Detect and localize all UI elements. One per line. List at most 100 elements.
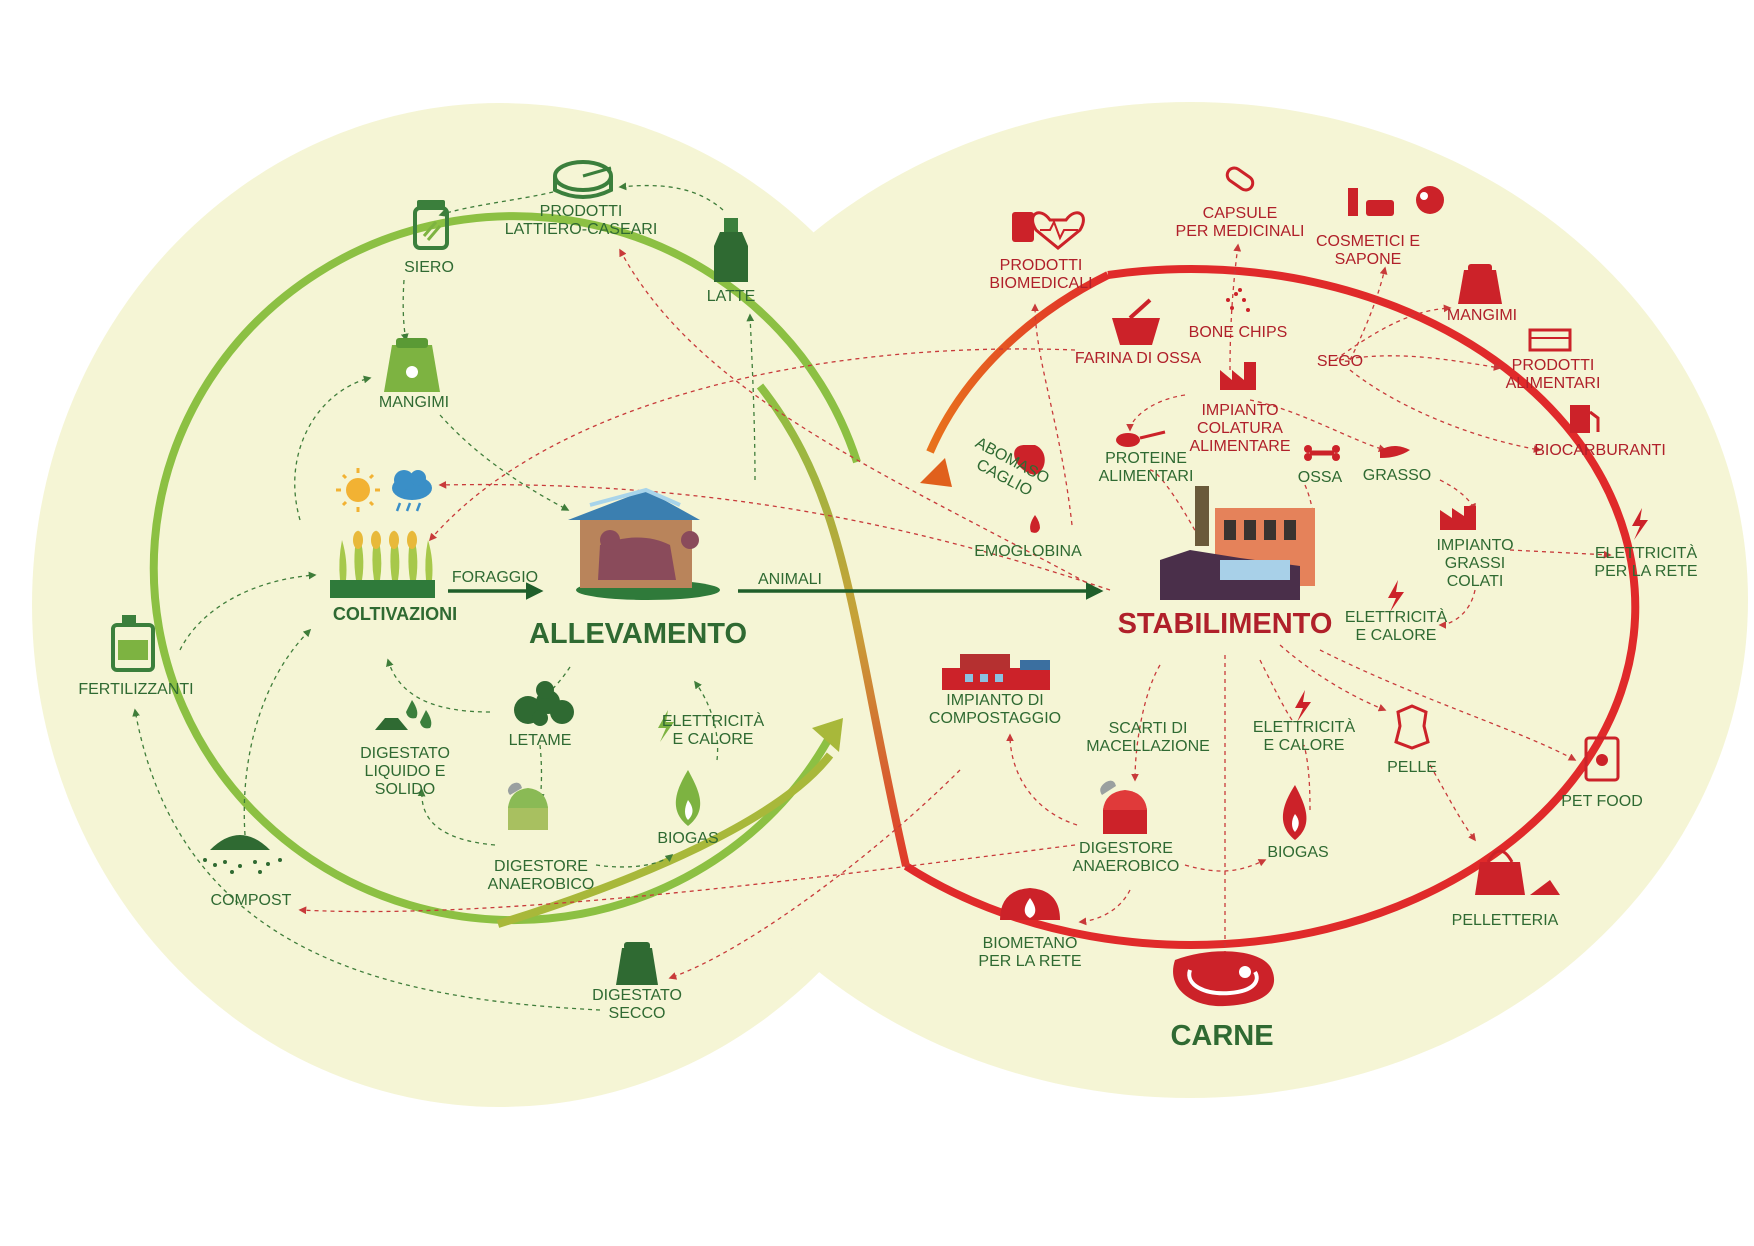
capsule-icon [1225, 166, 1255, 192]
biomedicali-line2: BIOMEDICALI [989, 275, 1092, 292]
feed-sack-icon [384, 338, 440, 392]
animali-label: ANIMALI [758, 571, 822, 588]
bacon-icon [1380, 446, 1410, 458]
biogas-label-right: BIOGAS [1267, 844, 1328, 861]
biomethane-icon [1000, 888, 1060, 920]
barn-icon [568, 487, 720, 600]
digestore-right-line2: ANAEROBICO [1073, 858, 1180, 875]
ossa-label: OSSA [1298, 469, 1343, 486]
pelletteria-label: PELLETTERIA [1452, 912, 1559, 929]
alimentari-line1: PRODOTTI [1512, 357, 1595, 374]
cosmetics-icon [1348, 186, 1444, 216]
sun-icon [336, 468, 380, 512]
digestato-secco-line2: SECCO [609, 1005, 666, 1022]
digester-icon-red [1100, 780, 1147, 834]
farina-label: FARINA DI OSSA [1075, 350, 1202, 367]
compostaggio-line2: COMPOSTAGGIO [929, 710, 1061, 727]
fertilizer-can-icon [111, 615, 155, 672]
mangimi-label-right: MANGIMI [1447, 307, 1517, 324]
digestate-drops-icon [375, 700, 432, 730]
lattiero-label-line1: PRODOTTI [540, 203, 623, 220]
alimentari-line2: ALIMENTARI [1506, 375, 1601, 392]
bowl-icon [1112, 298, 1160, 345]
elettricita-left-line1: ELETTRICITÀ [662, 711, 765, 730]
biometano-line2: PER LA RETE [978, 953, 1081, 970]
impianto-colatura-line2: COLATURA [1197, 420, 1283, 437]
milk-bottle-icon [714, 218, 748, 282]
biocarburanti-label: BIOCARBURANTI [1534, 442, 1666, 459]
return-arrow-right [920, 458, 952, 487]
digestore-left-line2: ANAEROBICO [488, 876, 595, 893]
green-ring [149, 212, 861, 925]
mangimi-label-left: MANGIMI [379, 394, 449, 411]
latte-label: LATTE [707, 288, 756, 305]
scarti-line2: MACELLAZIONE [1086, 738, 1210, 755]
elettricita-calore-2-line2: E CALORE [1264, 737, 1345, 754]
compostaggio-line1: IMPIANTO DI [946, 692, 1044, 709]
impianto-grassi-line2: GRASSI [1445, 555, 1505, 572]
impianto-grassi-line1: IMPIANTO [1436, 537, 1513, 554]
factory-small-icon [1220, 362, 1256, 390]
blood-drop-icon [1030, 515, 1040, 533]
manure-icon [514, 681, 574, 726]
cheese-icon [553, 160, 613, 199]
digester-icon-green [507, 782, 548, 830]
crops-icon [330, 530, 435, 598]
sego-label: SEGO [1317, 353, 1363, 370]
biomedical-icon [1012, 211, 1085, 250]
spoon-icon [1116, 430, 1166, 447]
impianto-colatura-line3: ALIMENTARE [1189, 438, 1290, 455]
emoglobina-label: EMOGLOBINA [974, 543, 1082, 560]
flow-lines-red [298, 243, 1612, 992]
biomedicali-line1: PRODOTTI [1000, 257, 1083, 274]
lattiero-label-line2: LATTIERO-CASEARI [505, 221, 658, 238]
capsule-line1: CAPSULE [1203, 205, 1278, 222]
grasso-label: GRASSO [1363, 467, 1431, 484]
lightning-icon-green [658, 710, 674, 742]
biogas-label-left: BIOGAS [657, 830, 718, 847]
pelle-label: PELLE [1387, 759, 1437, 776]
elettricita-calore-1-line2: E CALORE [1356, 627, 1437, 644]
lightning-icon-red-1 [1632, 508, 1648, 540]
fuel-pump-icon [1570, 405, 1600, 433]
fertilizzanti-label: FERTILIZZANTI [78, 681, 193, 698]
proteine-line1: PROTEINE [1105, 450, 1187, 467]
return-arrow-left [496, 718, 843, 928]
impianto-grassi-line3: COLATI [1447, 573, 1504, 590]
digestore-left-line1: DIGESTORE [494, 858, 588, 875]
foraggio-label: FORAGGIO [452, 569, 538, 586]
cosmetici-line2: SAPONE [1335, 251, 1402, 268]
elettricita-rete-line2: PER LA RETE [1594, 563, 1697, 580]
composting-plant-icon [942, 654, 1050, 690]
digestate-sack-icon [616, 942, 658, 985]
jar-icon [413, 200, 449, 250]
background-shape [32, 102, 1748, 1107]
elettricita-left-line2: E CALORE [673, 731, 754, 748]
lightning-icon-red-3 [1295, 690, 1311, 722]
biogas-flame-icon-green [675, 770, 701, 826]
crossover-band [756, 383, 910, 867]
elettricita-calore-2-line1: ELETTRICITÀ [1253, 717, 1356, 736]
elettricita-rete-line1: ELETTRICITÀ [1595, 543, 1698, 562]
pet-food-label: PET FOOD [1561, 793, 1643, 810]
compost-pile-icon [203, 835, 282, 874]
digestato-secco-line1: DIGESTATO [592, 987, 682, 1004]
handbag-icon [1475, 849, 1560, 895]
elettricita-calore-1-line1: ELETTRICITÀ [1345, 607, 1448, 626]
coltivazioni-label: COLTIVAZIONI [333, 604, 457, 624]
biogas-flame-icon-red [1282, 785, 1307, 840]
proteine-line2: ALIMENTARI [1099, 468, 1194, 485]
abomaso-icon [1014, 445, 1045, 475]
digestore-right-line1: DIGESTORE [1079, 840, 1173, 857]
siero-label: SIERO [404, 259, 454, 276]
bone-chips-icon [1226, 288, 1250, 312]
stabilimento-label: STABILIMENTO [1118, 608, 1333, 640]
cosmetici-line1: COSMETICI E [1316, 233, 1420, 250]
pet-food-bag-icon [1584, 736, 1620, 782]
compost-label: COMPOST [211, 892, 292, 909]
bone-icon [1304, 445, 1340, 461]
feed-sack-icon-red [1458, 264, 1502, 304]
allevamento-label: ALLEVAMENTO [529, 618, 747, 650]
